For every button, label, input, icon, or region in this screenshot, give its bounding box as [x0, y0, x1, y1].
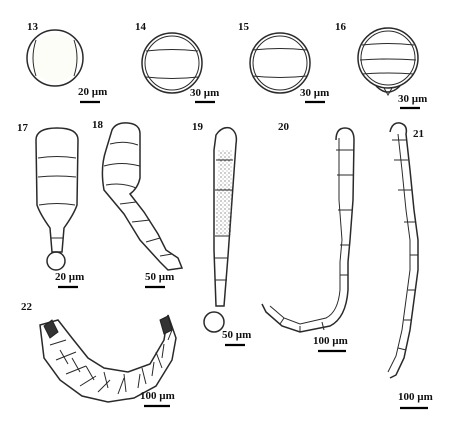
scale-label-16: 30 µm — [398, 93, 428, 105]
figure-number-19: 19 — [192, 121, 203, 133]
scale-label-20: 100 µm — [313, 335, 348, 347]
figure-15-spore — [249, 32, 311, 94]
scale-label-19: 50 µm — [222, 329, 252, 341]
figure-number-15: 15 — [238, 21, 249, 33]
scale-label-13: 20 µm — [78, 86, 108, 98]
figure-number-13: 13 — [27, 21, 38, 33]
figure-19-filament — [203, 126, 238, 333]
figure-22-thallus — [39, 314, 177, 403]
figure-number-22: 22 — [21, 301, 32, 313]
scale-label-21: 100 µm — [398, 391, 433, 403]
figure-number-14: 14 — [135, 21, 146, 33]
figure-number-16: 16 — [335, 21, 346, 33]
scale-label-22: 100 µm — [140, 390, 175, 402]
figure-17-germling — [35, 127, 79, 271]
figure-number-21: 21 — [413, 128, 424, 140]
figure-14-spore — [141, 32, 203, 94]
figure-20-filament — [261, 127, 355, 333]
figure-21-filament — [387, 122, 419, 379]
scale-label-17: 20 µm — [55, 271, 85, 283]
scale-label-14: 30 µm — [190, 87, 220, 99]
figure-13-spore — [26, 29, 84, 87]
figure-16-spore — [357, 27, 419, 97]
figure-number-20: 20 — [278, 121, 289, 133]
scale-label-15: 30 µm — [300, 87, 330, 99]
figure-number-18: 18 — [92, 119, 103, 131]
figure-number-17: 17 — [17, 122, 28, 134]
scale-label-18: 50 µm — [145, 271, 175, 283]
figure-18-germling — [101, 122, 184, 271]
